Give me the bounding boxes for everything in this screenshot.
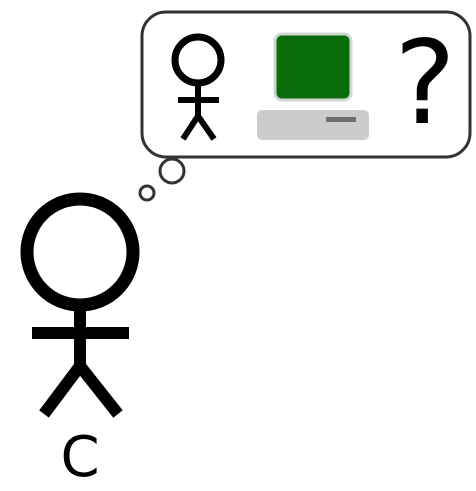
- thought-bubble-dot-large: [158, 157, 186, 185]
- person-c-icon: [20, 192, 140, 418]
- person-label: C: [60, 425, 100, 490]
- computer-base: [257, 110, 369, 140]
- computer-screen: [273, 32, 353, 102]
- computer-drive-slot: [326, 117, 356, 122]
- small-person-icon: [171, 33, 225, 141]
- question-mark: ?: [394, 16, 456, 151]
- thought-bubble-dot-small: [138, 184, 156, 202]
- computer-icon: [257, 32, 369, 140]
